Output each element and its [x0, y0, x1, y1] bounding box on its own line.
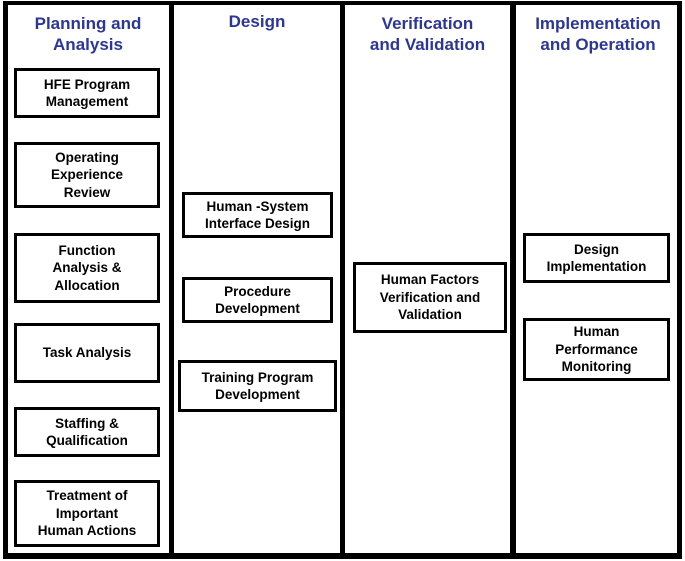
- box-treatment-of-important-human-actions: Treatment of Important Human Actions: [14, 480, 160, 547]
- column-header-verification-and-validation: Verification and Validation: [369, 14, 486, 54]
- column-header-implementation-and-operation: Implementation and Operation: [535, 14, 661, 54]
- box-human-system-interface-design: Human -System Interface Design: [182, 192, 333, 238]
- column-divider-3: [510, 1, 516, 559]
- column-divider-1: [169, 1, 174, 559]
- column-header-design: Design: [228, 12, 286, 31]
- column-header-planning-and-analysis: Planning and Analysis: [34, 14, 142, 54]
- box-procedure-development: Procedure Development: [182, 277, 333, 323]
- box-operating-experience-review: Operating Experience Review: [14, 142, 160, 208]
- box-hfe-program-management: HFE Program Management: [14, 68, 160, 118]
- column-divider-2: [340, 1, 345, 559]
- box-human-factors-verification-and-validation: Human Factors Verification and Validatio…: [353, 262, 507, 333]
- box-staffing-qualification: Staffing & Qualification: [14, 407, 160, 457]
- box-task-analysis: Task Analysis: [14, 323, 160, 383]
- box-design-implementation: Design Implementation: [523, 233, 670, 283]
- box-training-program-development: Training Program Development: [178, 360, 337, 412]
- box-function-analysis-allocation: Function Analysis & Allocation: [14, 233, 160, 303]
- box-human-performance-monitoring: Human Performance Monitoring: [523, 318, 670, 381]
